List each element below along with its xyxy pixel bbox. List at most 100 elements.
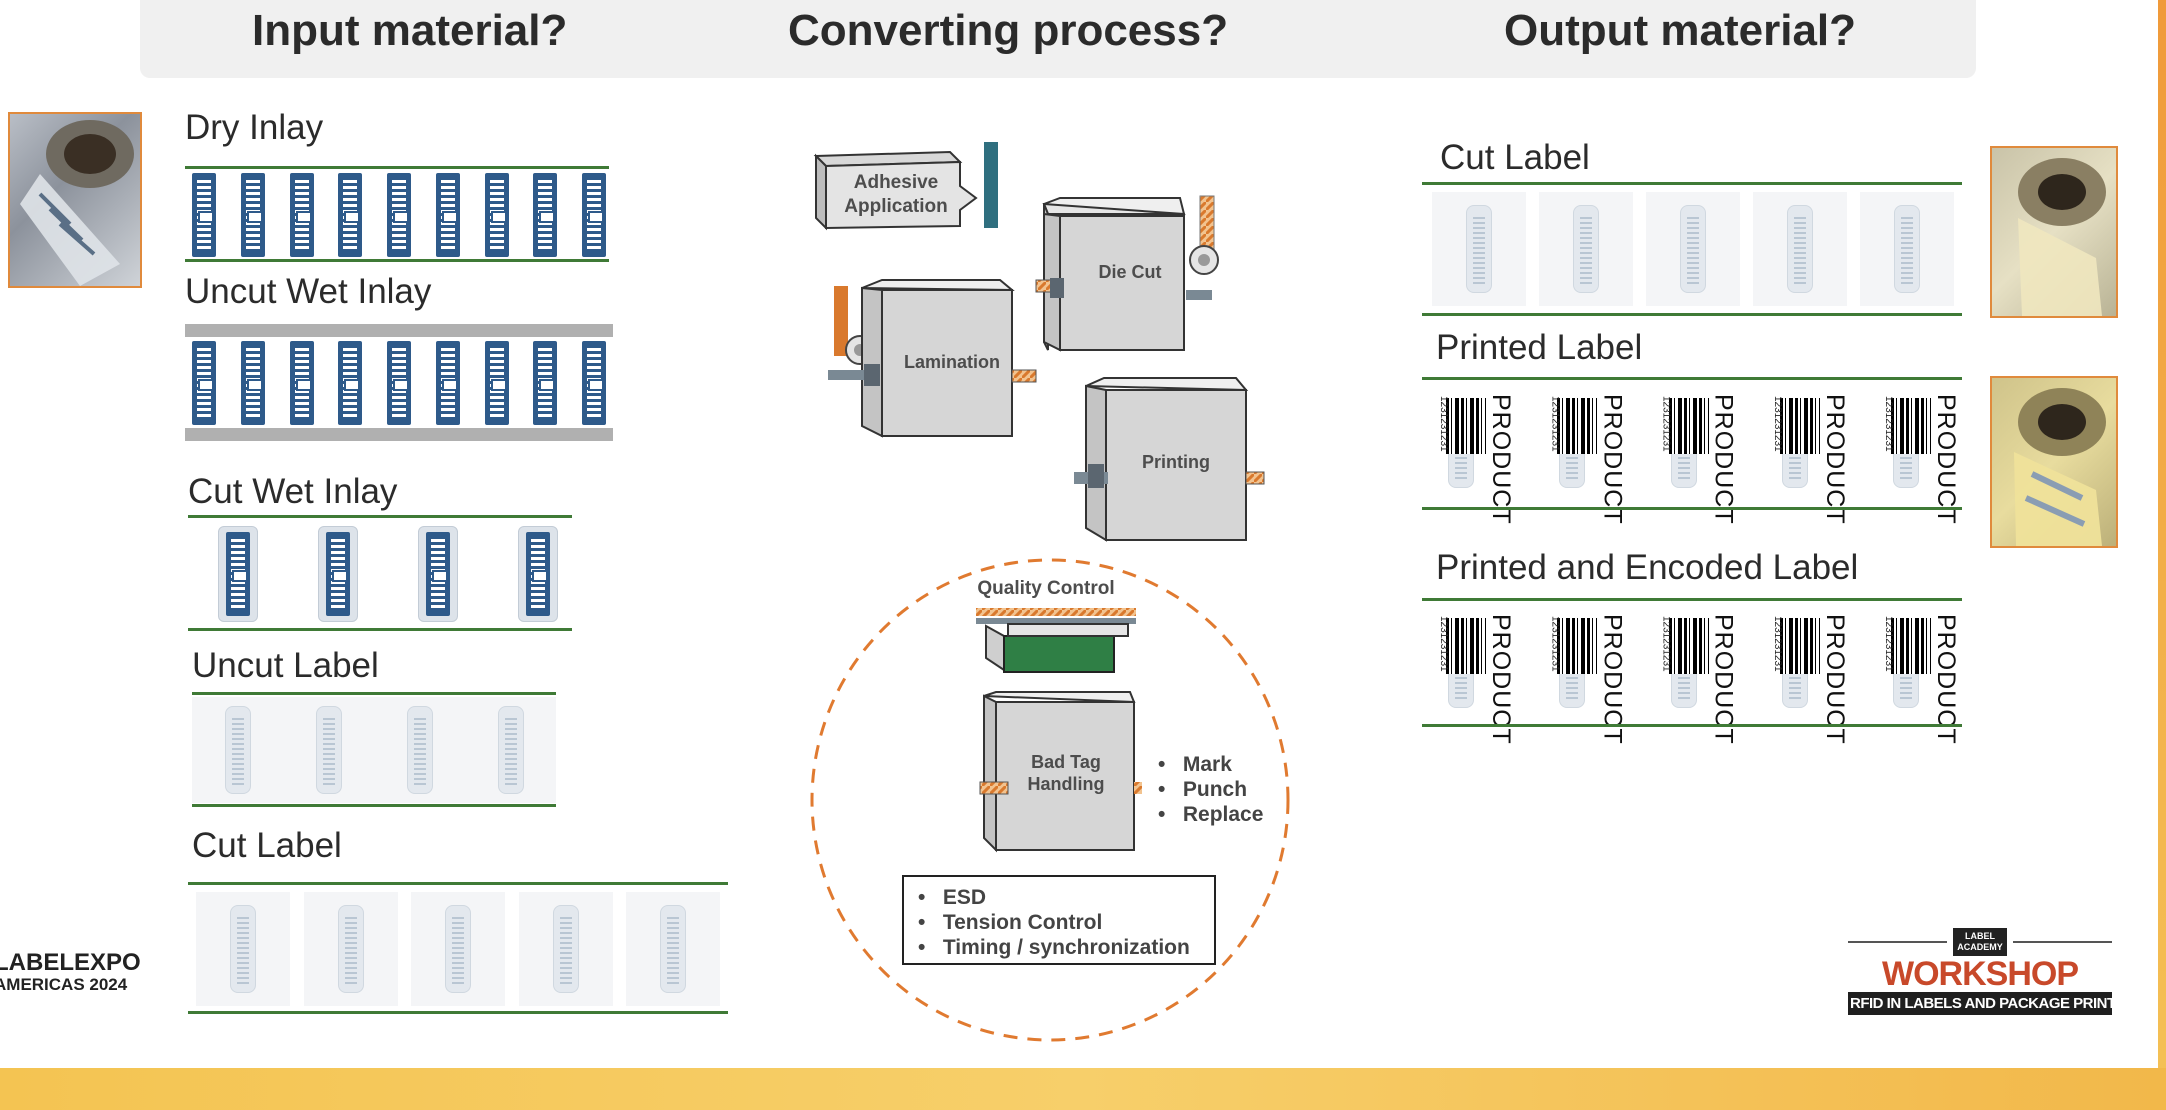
output-cut-label-top-line [1422,182,1962,185]
control-item: • Tension Control [918,911,1103,934]
input-cut-label-label: Cut Label [192,826,342,865]
wet-inlay-tag [218,526,258,622]
inlay-tag [484,173,509,257]
bad-tag-options-list: • Mark • Punch • Replace [1158,752,1263,827]
uncut-label-web [192,697,556,803]
wet-inlay-tag [318,526,358,622]
barcode-icon [1557,618,1598,674]
quality-control-unit: Quality Control [976,578,1136,673]
input-cut-label-bottom-line [188,1011,728,1014]
labelexpo-logo: LABELEXPO AMERICAS 2024 [0,949,141,996]
workshop-logo: LABEL ACADEMY WORKSHOP RFID IN LABELS AN… [1848,928,2141,1015]
wet-inlay-tag [418,526,458,622]
input-roll-photo [8,112,142,288]
dashed-control-circle [810,558,1290,1042]
label-inlay [315,706,342,794]
output-cut-label-bottom-line [1422,313,1962,316]
control-item: • Timing / synchronization [918,936,1190,959]
bad-tag-option: • Mark [1158,753,1232,776]
label-inlay [406,706,433,794]
inlay-tag [289,341,314,425]
roll-image [2018,158,2106,316]
adhesive-text-1: Adhesive [854,172,938,193]
bad-tag-text-1: Bad Tag [1031,752,1101,772]
dry-inlay-top-line [185,166,609,169]
cut-label-card [303,892,398,1006]
control-item: • ESD [918,886,987,909]
printing-unit: Printing [1074,377,1265,542]
cut-label-card [411,892,505,1006]
barcode-icon [1779,398,1820,454]
cut-label-card [1860,192,1954,306]
inlay-tag [240,173,265,257]
barcode-icon [1891,618,1931,674]
bad-tag-option: • Punch [1158,778,1248,801]
uncut-label-label: Uncut Label [192,646,379,685]
uncut-label-bottom-line [192,804,556,807]
output-cut-label-label: Cut Label [1440,138,1590,177]
inlay-tag [387,173,411,257]
cut-label-card [1432,192,1526,306]
cut-label-card [1646,192,1740,306]
dry-inlay-row [192,172,606,258]
printed-label-top-line [1422,377,1962,380]
labelexpo-line1: LABELEXPO [0,949,141,976]
inlay-tag [192,341,216,425]
labelexpo-line2: AMERICAS 2024 [0,975,128,994]
output-roll-photo-1 [1990,146,2118,318]
cut-wet-inlay-row [218,526,558,622]
liner-bottom [185,428,613,441]
barcode-icon [1446,618,1486,674]
wet-inlay-tag [518,526,558,622]
cut-label-card [518,892,613,1006]
lamination-unit: Lamination [828,279,1037,438]
academy-line1: LABEL [1965,931,1995,941]
workshop-subtitle: RFID IN LABELS AND PACKAGE PRINTING [1848,992,2141,1015]
cut-wet-inlay-bottom-line [188,628,572,631]
printed-encoded-label-label: Printed and Encoded Label [1436,548,1859,587]
cut-label-card [626,892,720,1006]
printed-label-bottom-line [1422,507,1962,510]
uncut-wet-inlay-label: Uncut Wet Inlay [185,272,432,311]
inlay-tag [484,341,509,425]
label-inlay [497,706,524,794]
adhesive-application-unit: Adhesive Application [813,142,998,231]
bad-tag-text-2: Handling [1028,774,1105,794]
cut-wet-inlay-top-line [188,515,572,518]
barcode-icon [1779,618,1820,674]
header-band [140,0,1976,78]
inlay-tag [338,173,363,257]
dry-inlay-bottom-line [185,259,609,262]
academy-line2: ACADEMY [1957,942,2003,952]
inlay-tag [289,173,314,257]
right-edge-band [2158,0,2166,1068]
workshop-title: WORKSHOP [1882,955,2079,993]
inlay-tag [387,341,411,425]
roll-image [2014,388,2106,546]
inlay-tag [435,173,460,257]
output-cut-label-row [1432,192,1954,306]
barcode-icon [1446,398,1486,454]
inlay-tag [240,341,265,425]
controls-box: • ESD • Tension Control • Timing / synch… [902,875,1216,965]
inlay-tag [533,173,558,257]
dry-inlay-label: Dry Inlay [185,108,324,147]
input-cut-label-top-line [188,882,728,885]
barcode-icon [1668,398,1709,454]
inlay-tag [435,341,460,425]
cut-wet-inlay-label: Cut Wet Inlay [188,472,398,511]
inlay-tag [533,341,558,425]
bad-tag-option: • Replace [1158,803,1264,826]
output-column-title: Output material? [1504,6,1857,55]
input-cut-label-row [196,892,720,1006]
input-column-title: Input material? [252,6,568,55]
adhesive-text-2: Application [844,196,947,217]
